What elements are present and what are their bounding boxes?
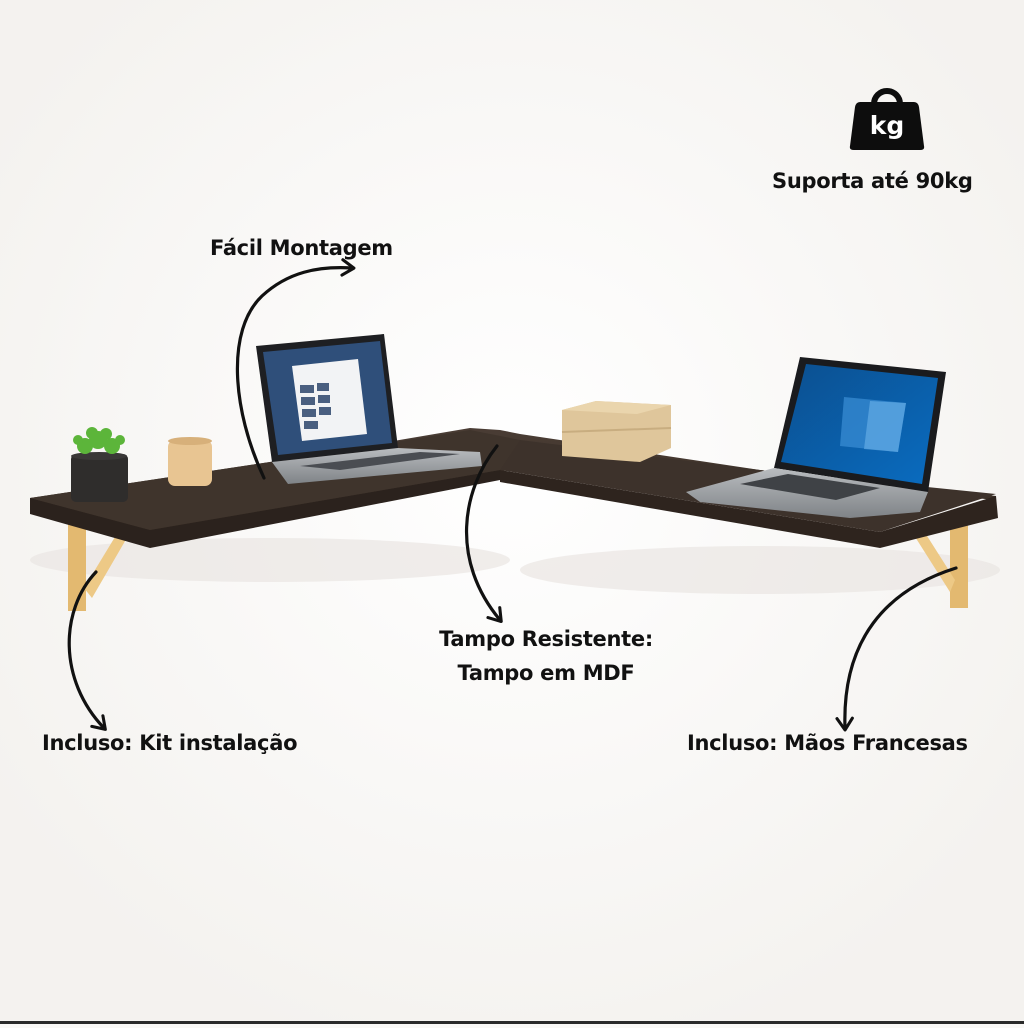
weight-icon-text: kg <box>870 111 905 140</box>
weight-kg-icon: kg <box>849 88 925 150</box>
ceramic-cup <box>168 437 212 486</box>
right-bracket <box>912 520 968 608</box>
callout-resistant-top: Tampo Resistente: Tampo em MDF <box>426 622 666 690</box>
callout-resistant-top-line2: Tampo em MDF <box>457 661 635 685</box>
bottom-border <box>0 1021 1024 1024</box>
desk-shadow-right <box>520 546 1000 594</box>
callout-installation-kit: Incluso: Kit instalação <box>42 731 298 755</box>
plant-pot <box>71 427 128 502</box>
callout-french-brackets: Incluso: Mãos Francesas <box>687 731 968 755</box>
wooden-box <box>561 401 672 462</box>
laptop-left <box>256 334 482 484</box>
weight-capacity-label: Suporta até 90kg <box>772 169 973 193</box>
callout-easy-assembly: Fácil Montagem <box>210 236 393 260</box>
laptop-right <box>686 357 946 518</box>
arrow-brackets <box>835 566 958 732</box>
callout-resistant-top-line1: Tampo Resistente: <box>439 627 653 651</box>
arrow-kit <box>67 570 107 731</box>
left-bracket <box>68 515 128 611</box>
desk-shadow-left <box>30 538 510 582</box>
arrow-top <box>464 444 503 624</box>
arrow-assembly <box>235 258 356 480</box>
